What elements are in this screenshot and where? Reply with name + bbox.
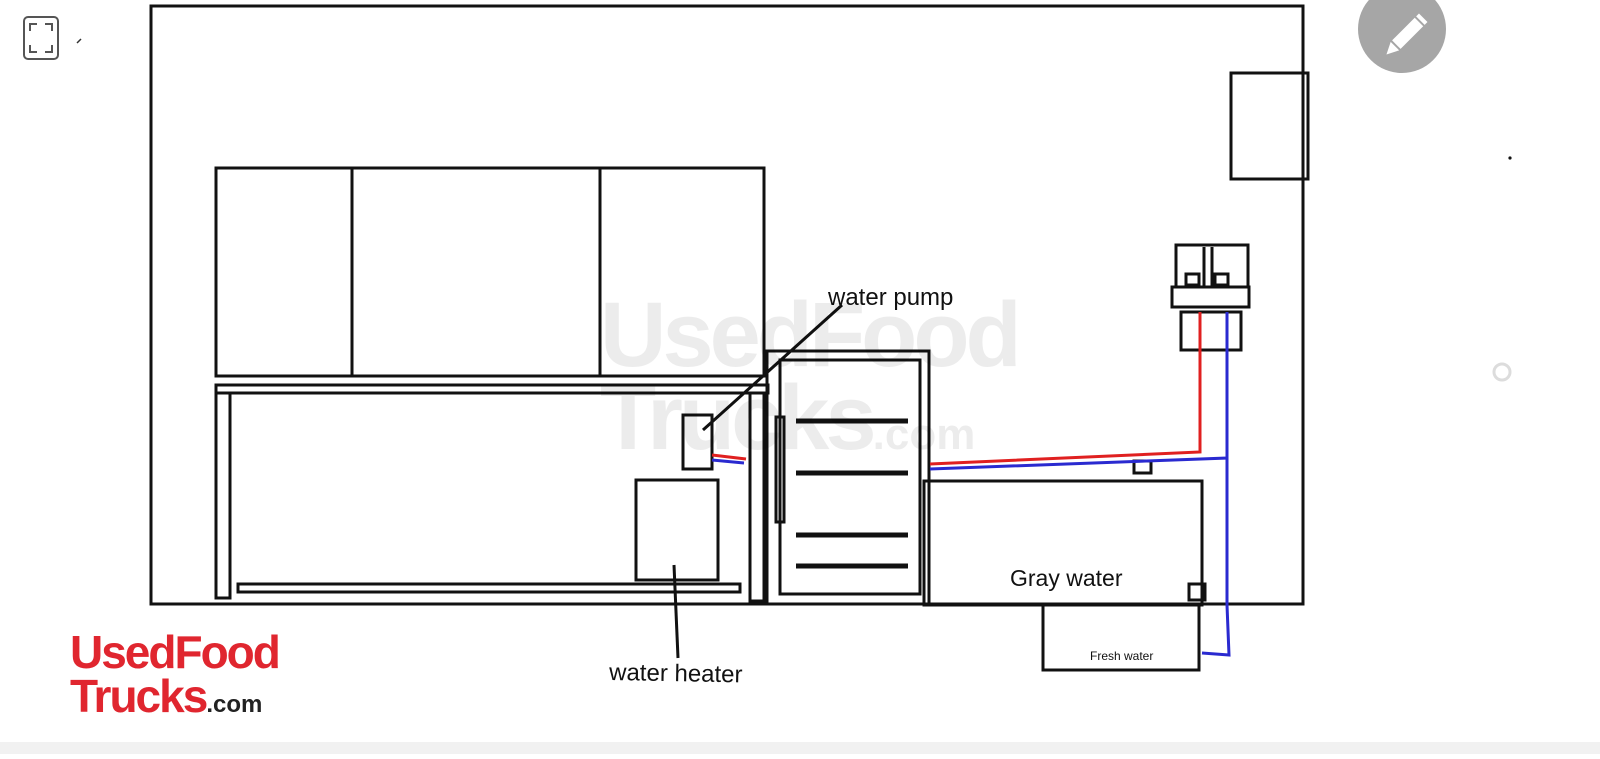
expand-button[interactable]: [22, 15, 60, 61]
logo-domain: .com: [206, 691, 263, 718]
pencil-icon: [1386, 13, 1428, 55]
water-heater-label: water heater: [608, 659, 743, 688]
cold-water-supply-line: [1201, 458, 1231, 657]
fresh-water-tank: [1041, 603, 1201, 672]
fridge-handle: [774, 415, 786, 524]
water-pump-leader: [701, 303, 844, 432]
loading-ring: [1492, 362, 1512, 382]
hot-water-line: [711, 453, 747, 461]
upper-cabinets: [214, 166, 766, 378]
counter-right-leg: [748, 391, 766, 603]
truck-wall-outline: [149, 4, 1305, 606]
bottom-bar: [0, 742, 1600, 754]
water-pump-box: [681, 413, 714, 471]
edit-button[interactable]: [1358, 0, 1446, 73]
hot-water-line-main: [929, 312, 1202, 466]
sink-base: [1170, 285, 1251, 309]
logo-line2: Trucks: [70, 670, 208, 722]
counter-floor-rail: [236, 582, 742, 594]
brand-logo: UsedFood Trucks.com: [70, 626, 310, 727]
water-pump-label: water pump: [827, 284, 953, 311]
faucet-knob-right: [1213, 272, 1230, 287]
fresh-water-label: Fresh water: [1090, 649, 1153, 663]
water-heater-box: [634, 478, 720, 582]
tick-mark: [76, 38, 82, 44]
sink-drain: [1179, 310, 1243, 352]
gray-tank-valve-bottom: [1187, 582, 1207, 602]
dot-mark: [1508, 156, 1512, 160]
counter-left-leg: [214, 391, 232, 600]
wall-panel: [1229, 71, 1310, 181]
expand-icon: [23, 16, 59, 60]
logo-line1: UsedFood: [70, 626, 281, 678]
fridge-outer: [765, 349, 931, 606]
fridge-inner: [778, 358, 922, 596]
cold-water-line: [711, 458, 745, 465]
faucet-knob-left: [1184, 272, 1201, 287]
counter-top: [214, 383, 770, 395]
gray-water-label: Gray water: [1010, 565, 1123, 591]
water-heater-leader: [672, 564, 680, 659]
